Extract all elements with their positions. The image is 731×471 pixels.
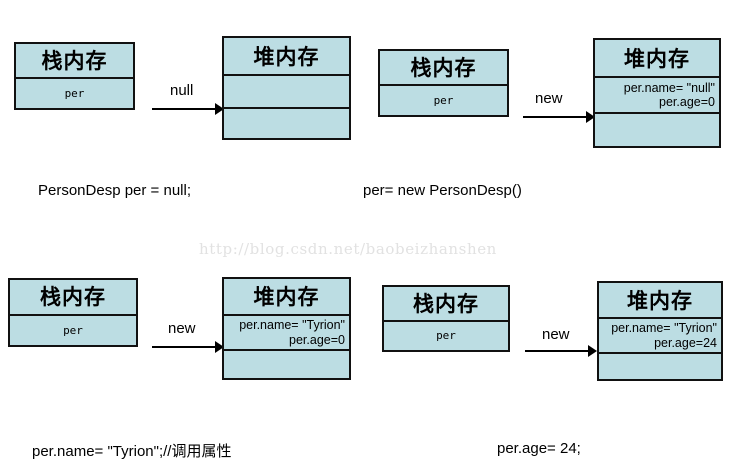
arrow-shaft-1 bbox=[152, 108, 216, 110]
heap-empty-slot-2 bbox=[595, 112, 719, 146]
heap-fields-slot-4: per.name= "Tyrion" per.age=24 bbox=[599, 317, 721, 352]
stack-variable-slot-3: per bbox=[10, 313, 136, 345]
watermark-text: http://blog.csdn.net/baobeizhanshen bbox=[199, 240, 497, 258]
heap-memory-title-2: 堆内存 bbox=[624, 45, 690, 71]
heap-field-age-2: per.age=0 bbox=[659, 95, 715, 109]
arrow-head-3 bbox=[215, 341, 224, 353]
heap-empty-slot-1 bbox=[224, 107, 349, 138]
stack-variable-slot-1: per bbox=[16, 76, 133, 108]
heap-empty-slot-3 bbox=[224, 349, 349, 378]
step-caption-2: per= new PersonDesp() bbox=[363, 182, 522, 199]
reference-arrow-label-1: null bbox=[170, 82, 194, 99]
stack-memory-title-4: 栈内存 bbox=[413, 290, 479, 316]
reference-arrow-2 bbox=[523, 110, 595, 124]
heap-field-name-4: per.name= "Tyrion" bbox=[611, 321, 717, 336]
reference-arrow-4 bbox=[525, 344, 597, 358]
arrow-head-1 bbox=[215, 103, 224, 115]
stack-memory-title-1: 栈内存 bbox=[41, 47, 108, 73]
heap-memory-box-1: 堆内存 bbox=[222, 36, 351, 140]
heap-empty-slot-4 bbox=[599, 352, 721, 379]
heap-fields-slot-3: per.name= "Tyrion" per.age=0 bbox=[224, 314, 349, 349]
heap-field-name-2: per.name= "null" bbox=[623, 80, 715, 95]
stack-variable-slot-2: per bbox=[380, 83, 507, 115]
arrow-head-2 bbox=[586, 111, 595, 123]
reference-arrow-1 bbox=[152, 102, 224, 116]
stack-memory-box-4: 栈内存 per bbox=[382, 285, 510, 352]
stack-variable-slot-4: per bbox=[384, 319, 508, 350]
stack-memory-box-1: 栈内存 per bbox=[14, 42, 135, 110]
heap-memory-title-3: 堆内存 bbox=[253, 284, 320, 309]
arrow-head-4 bbox=[588, 345, 597, 357]
step-caption-3: per.name= "Tyrion";//调用属性 bbox=[32, 443, 232, 460]
step-caption-4: per.age= 24; bbox=[497, 440, 581, 457]
heap-memory-box-3: 堆内存 per.name= "Tyrion" per.age=0 bbox=[222, 277, 351, 380]
reference-arrow-3 bbox=[152, 340, 224, 354]
arrow-shaft-2 bbox=[523, 116, 587, 118]
reference-arrow-label-3: new bbox=[168, 320, 196, 337]
step-caption-1: PersonDesp per = null; bbox=[38, 182, 192, 199]
heap-fields-slot-2: per.name= "null" per.age=0 bbox=[595, 76, 719, 112]
arrow-shaft-3 bbox=[152, 346, 216, 348]
heap-memory-box-2: 堆内存 per.name= "null" per.age=0 bbox=[593, 38, 721, 148]
heap-field-age-4: per.age=24 bbox=[654, 335, 717, 350]
heap-memory-title-4: 堆内存 bbox=[627, 287, 693, 313]
reference-arrow-label-4: new bbox=[542, 326, 570, 343]
heap-field-age-3: per.age=0 bbox=[289, 332, 345, 347]
heap-memory-title-1: 堆内存 bbox=[253, 43, 320, 69]
heap-memory-box-4: 堆内存 per.name= "Tyrion" per.age=24 bbox=[597, 281, 723, 381]
stack-memory-box-2: 栈内存 per bbox=[378, 49, 509, 117]
heap-field-name-3: per.name= "Tyrion" bbox=[239, 318, 345, 333]
reference-arrow-label-2: new bbox=[535, 90, 563, 107]
stack-memory-title-3: 栈内存 bbox=[40, 284, 106, 310]
heap-fields-slot-1 bbox=[224, 74, 349, 107]
stack-memory-box-3: 栈内存 per bbox=[8, 278, 138, 347]
arrow-shaft-4 bbox=[525, 350, 589, 352]
stack-memory-title-2: 栈内存 bbox=[410, 54, 477, 80]
